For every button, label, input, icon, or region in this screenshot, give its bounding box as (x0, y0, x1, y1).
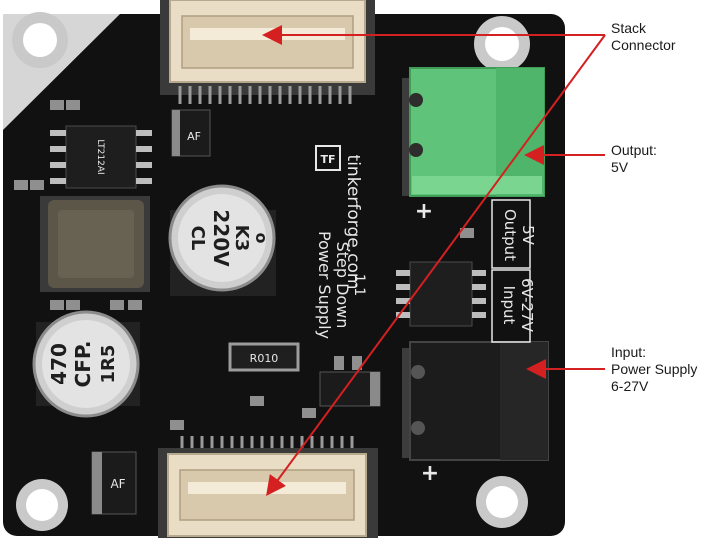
svg-text:1R5: 1R5 (98, 345, 119, 384)
plus-sign-output: + (415, 199, 433, 224)
callout-stack-connector: Stack Connector (611, 20, 676, 54)
output-terminal-block (402, 67, 545, 197)
callout-arrows (262, 25, 606, 497)
output-silk-label: Output 5V (501, 209, 537, 261)
plus-sign-input: + (421, 461, 439, 486)
input-silk-box (491, 269, 531, 343)
callout-input: Input: Power Supply 6-27V (611, 344, 697, 395)
callout-input-line2: Power Supply (611, 361, 698, 377)
callout-output-line2: 5V (611, 159, 629, 175)
smd-components (14, 100, 474, 430)
callout-stack-line1: Stack (611, 20, 647, 36)
svg-text:TF: TF (320, 153, 335, 166)
svg-text:Input: Input (500, 286, 518, 325)
svg-text:1.1: 1.1 (351, 274, 367, 296)
svg-text:R010: R010 (250, 352, 279, 365)
brand-url: tinkerforge.com (343, 155, 363, 290)
svg-text:AF: AF (110, 477, 125, 491)
inductor (40, 196, 150, 292)
svg-text:Output: Output (501, 209, 519, 261)
chip-label: LT212AI (95, 139, 105, 174)
capacitor-470: 470 CFP. 1R5 (32, 310, 140, 418)
output-silk-box (491, 199, 531, 269)
ic-chip-right (396, 261, 486, 327)
callout-output-line1: Output: (611, 142, 657, 158)
callout-input-line1: Input: (611, 344, 647, 360)
resistor-r010: R010 (228, 342, 300, 372)
mounting-hole-top-right (474, 16, 530, 72)
svg-text:Step Down: Step Down (333, 242, 352, 329)
diode-top: AF (171, 109, 211, 157)
svg-text:AF: AF (187, 130, 201, 143)
svg-text:o: o (252, 233, 271, 244)
diode-right (319, 371, 381, 407)
arrow-stack-bottom (266, 34, 606, 497)
svg-text:5V: 5V (519, 225, 537, 246)
input-silk-label: Input 6V-27V (500, 278, 536, 332)
stack-connector-bottom (158, 436, 378, 538)
product-label: Power Supply Step Down 1.1 (315, 231, 367, 339)
diode-bottom: AF (91, 451, 137, 515)
stack-connector-top (160, 0, 375, 104)
callout-output: Output: 5V (611, 142, 657, 176)
mounting-hole-bottom-left (16, 479, 68, 531)
callout-input-line3: 6-27V (611, 378, 649, 394)
svg-text:CFP.: CFP. (71, 341, 95, 388)
ic-chip-upper: LT212AI (50, 125, 152, 189)
svg-text:470: 470 (47, 343, 71, 385)
mounting-hole-bottom-right (476, 476, 528, 528)
svg-text:6V-27V: 6V-27V (518, 278, 536, 332)
mounting-hole-top-left (12, 12, 68, 68)
callout-stack-line2: Connector (611, 37, 676, 53)
svg-text:220V: 220V (209, 209, 233, 267)
svg-text:K3: K3 (231, 225, 252, 251)
svg-text:Power Supply: Power Supply (315, 231, 334, 339)
input-terminal-block (402, 341, 549, 461)
capacitor-220v: o K3 220V CL (168, 184, 276, 296)
svg-text:CL: CL (187, 226, 208, 251)
tf-logo: TF (315, 145, 341, 171)
